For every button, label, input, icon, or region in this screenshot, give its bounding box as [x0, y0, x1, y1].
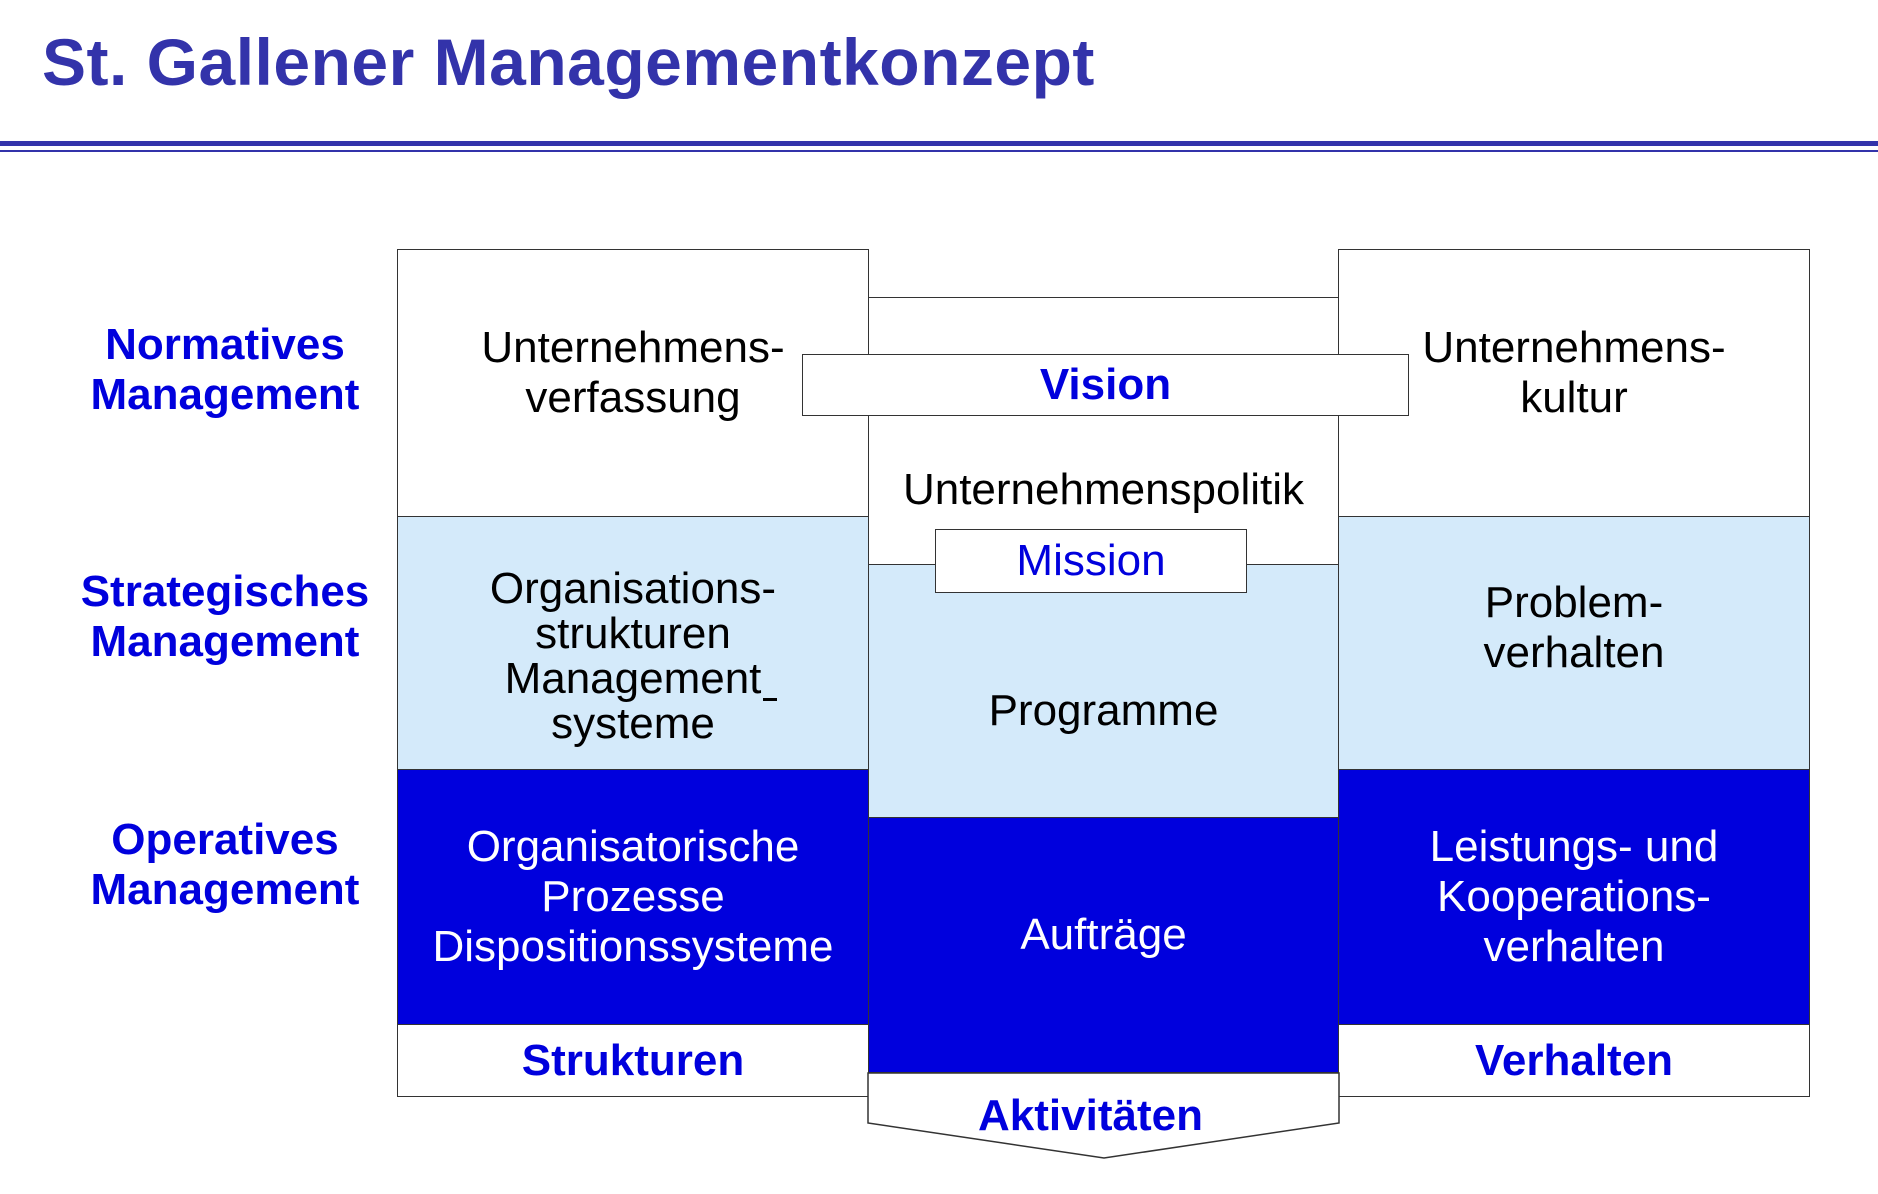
left-operative-cell: Organisatorische Prozesse Dispositionssy… [397, 769, 869, 1025]
row-label-strategic: Strategisches Management [80, 567, 370, 666]
left-normative-cell: Unternehmens- verfassung [397, 249, 869, 517]
mission-box: Mission [935, 529, 1247, 593]
title-rule-thick [0, 141, 1878, 146]
column-label-strukturen: Strukturen [397, 1024, 869, 1097]
vision-box: Vision [802, 354, 1409, 416]
center-strategic-cell: Programme [868, 564, 1339, 818]
column-label-aktivitaeten: Aktivitäten [978, 1091, 1203, 1140]
right-operative-cell: Leistungs- und Kooperations- verhalten [1338, 769, 1810, 1025]
hyphen-mark [763, 698, 777, 701]
left-strategic-cell: Organisations- strukturen Management sys… [397, 516, 869, 770]
row-label-normative: Normatives Management [90, 320, 360, 419]
right-normative-cell: Unternehmens- kultur [1338, 249, 1810, 517]
row-label-operative: Operatives Management [90, 815, 360, 914]
title-rule-thin [0, 150, 1878, 152]
center-normative-box [868, 297, 1339, 565]
center-normative-cell: Unternehmenspolitik [902, 465, 1305, 514]
column-label-verhalten: Verhalten [1338, 1024, 1810, 1097]
center-operative-cell: Aufträge [868, 817, 1339, 1073]
page-title: St. Gallener Managementkonzept [42, 25, 1095, 99]
